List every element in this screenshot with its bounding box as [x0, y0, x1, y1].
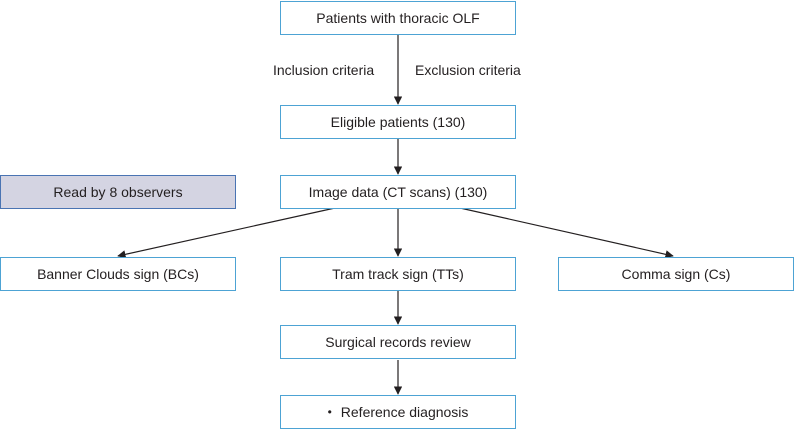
bullet-icon: • — [327, 405, 332, 419]
surgical-records-label: Surgical records review — [325, 334, 471, 350]
patients-label: Patients with thoracic OLF — [316, 10, 480, 26]
eligible-patients-box: Eligible patients (130) — [280, 105, 516, 139]
patients-box: Patients with thoracic OLF — [280, 1, 516, 35]
banner-clouds-sign-label: Banner Clouds sign (BCs) — [37, 266, 199, 282]
tram-track-sign-label: Tram track sign (TTs) — [332, 266, 464, 282]
comma-sign-label: Comma sign (Cs) — [621, 266, 731, 282]
image-data-box: Image data (CT scans) (130) — [280, 175, 516, 209]
inclusion-criteria-label: Inclusion criteria — [273, 62, 375, 78]
observers-label: Read by 8 observers — [53, 184, 183, 200]
reference-diagnosis-box: • Reference diagnosis — [280, 395, 516, 429]
image-data-label: Image data (CT scans) (130) — [308, 184, 488, 200]
eligible-patients-label: Eligible patients (130) — [330, 114, 466, 130]
reference-diagnosis-label: Reference diagnosis — [340, 404, 469, 420]
banner-clouds-sign-box: Banner Clouds sign (BCs) — [0, 257, 236, 291]
arrow-image-data-to-comma — [459, 207, 674, 259]
observers-box: Read by 8 observers — [0, 175, 236, 209]
surgical-records-box: Surgical records review — [280, 325, 516, 359]
arrow-image-data-to-banner — [117, 207, 336, 259]
exclusion-criteria-label: Exclusion criteria — [415, 62, 521, 78]
tram-track-sign-box: Tram track sign (TTs) — [280, 257, 516, 291]
comma-sign-box: Comma sign (Cs) — [558, 257, 794, 291]
